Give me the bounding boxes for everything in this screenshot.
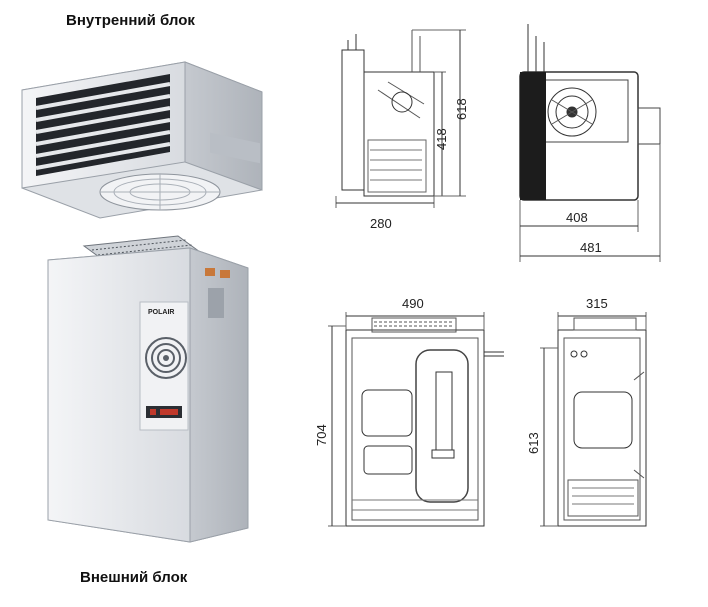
dim-outdoor-side-width: 315	[586, 296, 608, 311]
indoor-fan-guard	[99, 173, 221, 211]
dim-outdoor-front-height: 704	[314, 424, 329, 446]
dim-outdoor-side-height: 613	[526, 432, 541, 454]
dim-indoor-front-overall-width: 481	[580, 240, 602, 255]
indoor-side-view-drawing	[335, 29, 466, 208]
indoor-unit-photo	[21, 61, 263, 219]
product-illustration: POLAIR	[21, 61, 263, 543]
outdoor-front-view-drawing	[328, 312, 504, 527]
indoor-front-view-drawing	[519, 24, 661, 262]
indoor-unit-caption: Внутренний блок	[66, 12, 195, 29]
indoor-louver-grille	[35, 74, 171, 176]
dim-indoor-side-width: 280	[370, 216, 392, 231]
technical-drawings: 280 418 618 408 481 490 704 315 613	[314, 24, 661, 527]
dim-indoor-inner-height: 418	[434, 128, 449, 150]
dim-indoor-front-body-width: 408	[566, 210, 588, 225]
polair-logo: POLAIR	[148, 309, 174, 316]
dim-indoor-overall-height: 618	[454, 98, 469, 120]
outdoor-unit-photo: POLAIR	[47, 235, 249, 543]
outdoor-front-panel: POLAIR	[139, 301, 189, 431]
outdoor-side-view-drawing	[540, 312, 647, 527]
outdoor-unit-caption: Внешний блок	[80, 569, 188, 586]
dim-outdoor-front-width: 490	[402, 296, 424, 311]
